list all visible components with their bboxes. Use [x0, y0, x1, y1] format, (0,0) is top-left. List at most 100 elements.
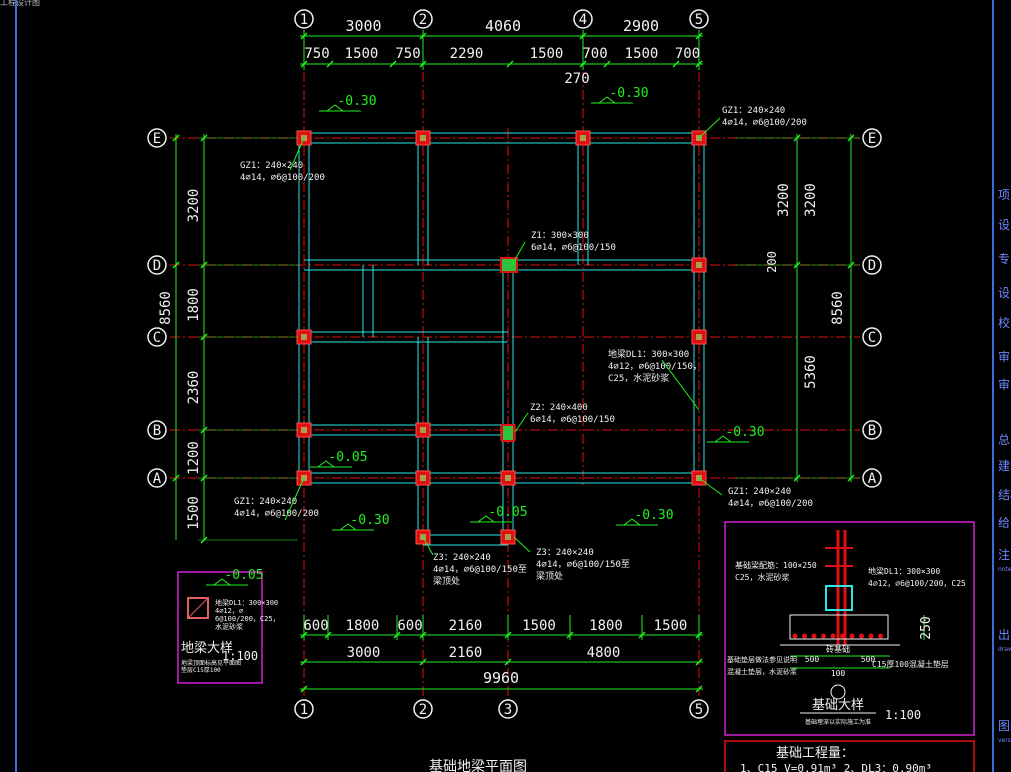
detail-right-frame: [724, 521, 975, 736]
detail-right-lnote: 基础梁配筋：100×250: [735, 560, 817, 570]
column-core: [696, 262, 702, 268]
title-block-item: 给排: [998, 516, 1011, 530]
note-gz-top-right-leader: [698, 117, 721, 139]
dim-top-main: 2900: [623, 17, 659, 35]
axis-bubble-right-label: D: [868, 258, 876, 274]
axis-bubble-left: [147, 468, 167, 488]
detail-right-subnote: 基础埋深以实际施工为准: [805, 718, 871, 726]
dim-top-sub: 700: [675, 46, 700, 62]
axis-bubble-top-label: 1: [300, 12, 308, 28]
dim-top-extra: 270: [564, 71, 589, 87]
note-gz-top-left: GZ1：240×240: [240, 161, 303, 171]
axis-bubble-right: [862, 255, 882, 275]
dim-bottom-r2: 3000: [347, 645, 381, 661]
title-block-item: 项: [998, 188, 1011, 202]
detail-right-rebar: [792, 633, 798, 639]
dim-right-total: 8560: [830, 291, 846, 325]
column-z1: [500, 257, 518, 273]
note-z3-right-leader: [513, 536, 531, 553]
title-block-item: 图纸: [998, 719, 1011, 733]
elevation-label: -0.30: [337, 94, 376, 109]
note-z3-left: 4⌀14，⌀6@100/150至: [433, 564, 527, 575]
note-dl: 4⌀12，⌀6@100/150，: [608, 362, 702, 372]
detail-right-bnote: 混凝土垫层，水泥砂浆: [727, 667, 797, 676]
note-z2: 6⌀14，⌀6@100/150: [530, 415, 615, 425]
dim-bottom-r2: 4800: [587, 645, 621, 661]
detail-right-dim-500a: 500: [805, 655, 820, 664]
axis-bubble-right: [862, 128, 882, 148]
dim-bottom-r1: 1800: [346, 618, 380, 634]
axis-bubble-left-label: C: [153, 330, 161, 346]
column-core: [420, 135, 426, 141]
column-core: [420, 475, 426, 481]
detail-left-hatch: [188, 598, 208, 618]
axis-bubble-bottom: [498, 699, 518, 719]
dim-bottom-r2: 2160: [449, 645, 483, 661]
detail-right-marker: [830, 684, 846, 700]
note-z3-left-leader: [422, 536, 434, 556]
detail-left-note: 6@100/200，C25，: [215, 615, 280, 623]
axis-bubble-left: [147, 327, 167, 347]
dim-bottom-r1: 1500: [522, 618, 556, 634]
axis-bubble-right: [862, 420, 882, 440]
title-block-item: 审: [998, 350, 1011, 364]
note-z2: Z2：240×400: [530, 403, 588, 413]
elevation-label: -0.05: [328, 450, 367, 465]
title-block-item: 出: [998, 628, 1011, 642]
elevation-mark: [339, 523, 357, 531]
dim-bottom-r1: 2160: [449, 618, 483, 634]
dim-tick: [672, 60, 680, 68]
title-block-item: 建筑: [998, 459, 1011, 473]
note-z1: Z1：300×300: [531, 231, 589, 241]
detail-right-rebar: [878, 633, 883, 639]
dim-tick: [506, 60, 514, 68]
detail-right-rnote: 4⌀12，⌀6@100/200，C25: [868, 579, 966, 588]
note-gz-top-left-leader: [289, 137, 305, 171]
note-dl: 地梁DL1：300×300: [608, 348, 689, 360]
note-gz-top-right: GZ1：240×240: [722, 106, 785, 116]
dim-top-main: 3000: [345, 17, 381, 35]
detail-left-section: [187, 597, 209, 619]
dim-bottom-r1: 600: [303, 618, 328, 634]
window-tab[interactable]: 工程设计图: [0, 0, 40, 6]
detail-right-dim-100: 100: [831, 669, 846, 678]
column-core: [505, 534, 511, 540]
axis-bubble-bottom: [294, 699, 314, 719]
axis-bubble-bottom: [689, 699, 709, 719]
dim-tick: [419, 658, 427, 666]
dim-tick: [695, 658, 703, 666]
dim-tick: [300, 60, 308, 68]
column-core: [696, 334, 702, 340]
title-block-item: 结构: [998, 488, 1011, 502]
note-gz-bottom-right: 4⌀14，⌀6@100/200: [728, 499, 813, 509]
note-z2-leader: [514, 412, 529, 433]
dim-right: 5360: [803, 355, 819, 389]
dim-tick: [389, 60, 397, 68]
axis-bubble-right: [862, 468, 882, 488]
dim-top-main: 4060: [485, 17, 521, 35]
axis-bubble-right: [862, 327, 882, 347]
elevation-mark: [477, 515, 495, 523]
dim-right: 3200: [803, 183, 819, 217]
dim-tick: [579, 60, 587, 68]
dim-top-sub: 1500: [345, 46, 379, 62]
note-z3-right: 4⌀14，⌀6@100/150至: [536, 559, 630, 570]
dim-right: 200: [765, 251, 779, 273]
dim-top-sub: 750: [395, 46, 420, 62]
axis-bubble-left-label: B: [153, 423, 161, 439]
axis-bubble-bottom-label: 5: [695, 702, 703, 718]
detail-right-lnote: C25，水泥砂浆: [735, 572, 789, 582]
note-gz-bottom-left: GZ1：240×240: [234, 497, 297, 507]
axis-bubble-bottom-label: 3: [504, 702, 512, 718]
column-core: [420, 427, 426, 433]
detail-right-rebar: [821, 633, 826, 639]
dim-tick: [326, 60, 334, 68]
detail-right-beam: [825, 585, 853, 611]
axis-bubble-top: [413, 9, 433, 29]
detail-right-rnote: 地梁DL1：300×300: [868, 566, 940, 576]
elevation-label: -0.30: [350, 513, 389, 528]
note-gz-bottom-right-leader: [698, 477, 723, 496]
title-block-item: 设: [998, 286, 1011, 300]
title-block-subtext: notes: [998, 566, 1011, 573]
note-gz-top-right: 4⌀14，⌀6@100/200: [722, 118, 807, 128]
